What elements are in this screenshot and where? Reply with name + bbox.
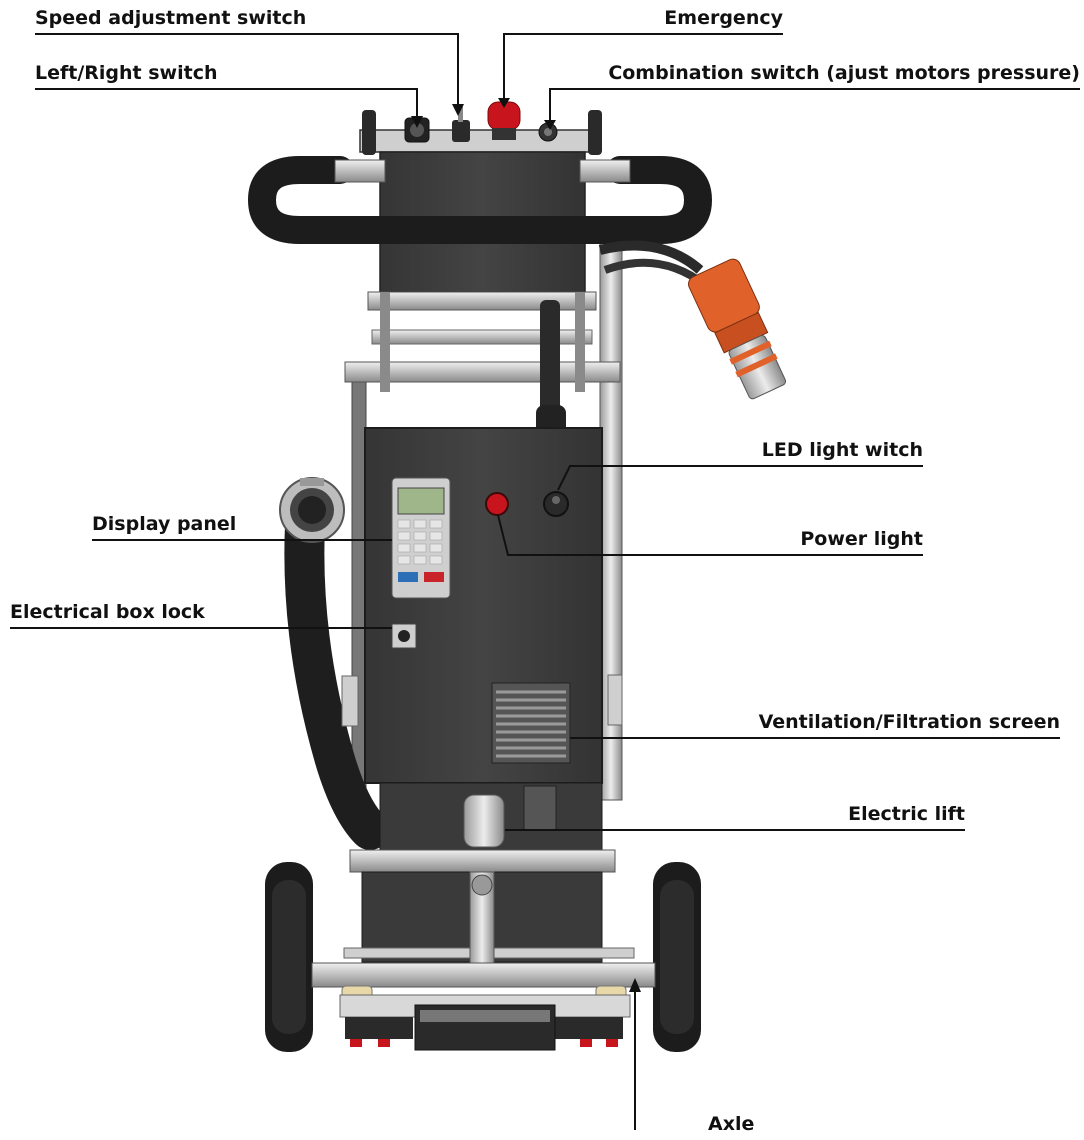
display-panel xyxy=(391,477,451,599)
axle xyxy=(311,962,656,1001)
label-left-right-switch: Left/Right switch xyxy=(35,62,218,84)
label-ventilation-filtration-screen: Ventilation/Filtration screen xyxy=(758,711,1060,733)
middle-frame xyxy=(344,291,621,437)
label-display-panel: Display panel xyxy=(92,513,237,535)
label-axle: Axle xyxy=(708,1113,755,1135)
arrow-heads xyxy=(411,98,641,992)
label-electrical-box-lock: Electrical box lock xyxy=(10,601,205,623)
vacuum-hose xyxy=(279,477,390,850)
upper-control-box xyxy=(359,110,602,293)
speed-adjustment-switch xyxy=(452,104,470,142)
power-light xyxy=(485,492,509,516)
label-combination-switch: Combination switch (ajust motors pressur… xyxy=(608,62,1080,84)
grinding-base xyxy=(339,994,631,1051)
emergency-button xyxy=(487,101,521,140)
ventilation-screen xyxy=(491,682,571,764)
label-power-light: Power light xyxy=(800,528,923,550)
power-plug xyxy=(598,240,787,400)
label-speed-adjustment-switch: Speed adjustment switch xyxy=(35,7,307,29)
label-led-light-switch: LED light witch xyxy=(761,439,923,461)
led-light-switch xyxy=(543,491,569,517)
label-electric-lift: Electric lift xyxy=(848,803,965,825)
leader-lines xyxy=(10,33,1080,1130)
left-wheel xyxy=(265,862,313,1052)
right-wheel xyxy=(653,862,701,1052)
label-emergency: Emergency xyxy=(664,7,783,29)
electrical-box-lock xyxy=(391,623,417,649)
electric-lift xyxy=(463,785,557,973)
handle xyxy=(247,156,713,244)
